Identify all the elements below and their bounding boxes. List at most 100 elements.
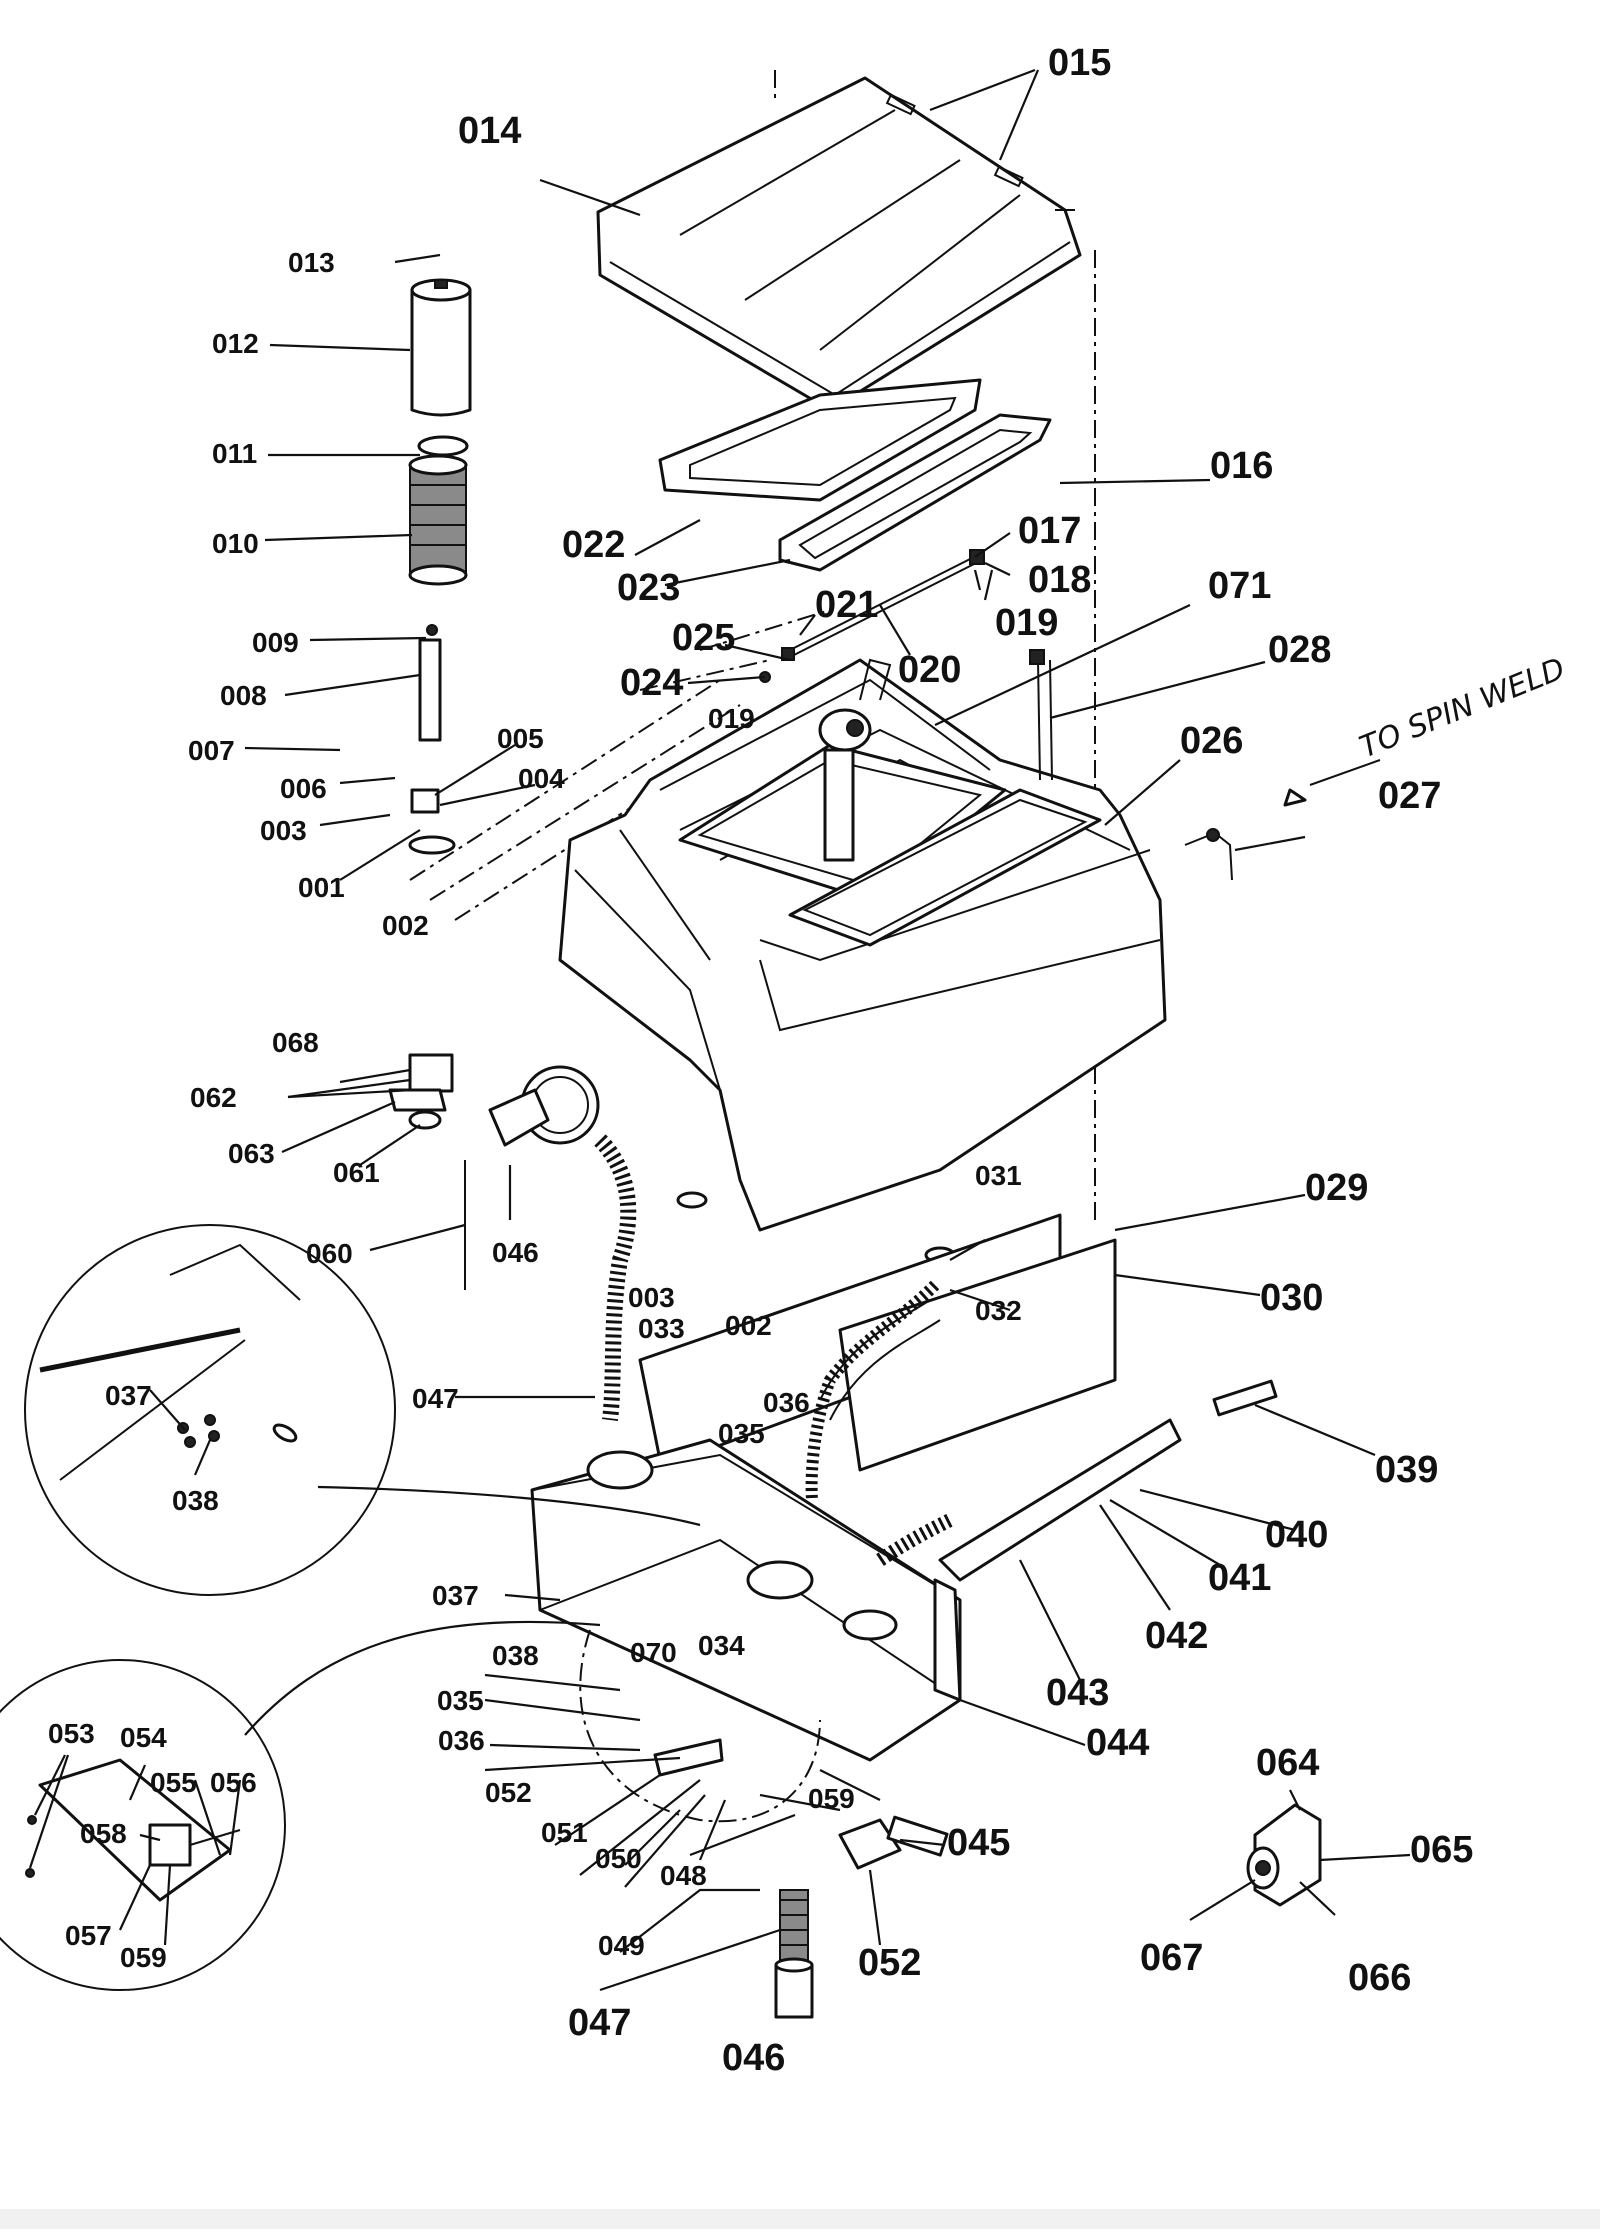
parts-drawing <box>0 70 1381 2019</box>
label-054: 054 <box>120 1722 167 1753</box>
label-057: 057 <box>65 1920 112 1951</box>
label-062: 062 <box>190 1082 237 1113</box>
label-038-detail: 038 <box>172 1485 219 1516</box>
label-034: 034 <box>698 1630 745 1661</box>
label-046: 046 <box>722 2037 785 2079</box>
label-018: 018 <box>1028 559 1091 601</box>
bottom-edge-strip <box>0 2209 1600 2229</box>
label-017: 017 <box>1018 510 1081 552</box>
label-060: 060 <box>306 1238 353 1269</box>
label-044: 044 <box>1086 1722 1149 1764</box>
label-021: 021 <box>815 584 878 626</box>
label-063: 063 <box>228 1138 275 1169</box>
pump-assembly <box>1246 1803 1322 1907</box>
label-019: 019 <box>995 602 1058 644</box>
label-013: 013 <box>288 247 335 278</box>
label-020: 020 <box>898 649 961 691</box>
label-067: 067 <box>1140 1937 1203 1979</box>
label-070: 070 <box>630 1637 677 1668</box>
label-026: 026 <box>1180 720 1243 762</box>
label-014: 014 <box>458 110 521 152</box>
lower-small-parts <box>653 1738 949 2019</box>
label-004: 004 <box>518 763 565 794</box>
float-rod <box>759 549 985 683</box>
label-002-lower: 002 <box>725 1310 772 1341</box>
label-037: 037 <box>432 1580 479 1611</box>
label-050: 050 <box>595 1843 642 1874</box>
label-056: 056 <box>210 1767 257 1798</box>
label-046-upper: 046 <box>492 1237 539 1268</box>
label-045: 045 <box>947 1822 1010 1864</box>
label-011: 011 <box>212 438 257 469</box>
label-051: 051 <box>541 1817 588 1848</box>
label-059-mid: 059 <box>808 1783 855 1814</box>
base-chassis <box>530 1213 1278 1762</box>
detail-circle-lower <box>0 1620 601 1991</box>
label-001: 001 <box>298 872 345 903</box>
label-008: 008 <box>220 680 267 711</box>
label-029: 029 <box>1305 1167 1368 1209</box>
label-071: 071 <box>1208 565 1271 607</box>
callout-labels: 015 014 013 012 011 010 009 008 007 006 … <box>48 42 1473 2079</box>
label-037-detail: 037 <box>105 1380 152 1411</box>
label-036: 036 <box>438 1725 485 1756</box>
label-052-left: 052 <box>485 1777 532 1808</box>
label-030: 030 <box>1260 1277 1323 1319</box>
label-035-upper: 035 <box>718 1418 765 1449</box>
label-042: 042 <box>1145 1615 1208 1657</box>
label-047-upper: 047 <box>412 1383 459 1414</box>
label-036-upper: 036 <box>763 1387 810 1418</box>
label-049: 049 <box>598 1930 645 1961</box>
label-024: 024 <box>620 662 683 704</box>
label-059-detail: 059 <box>120 1942 167 1973</box>
label-003: 003 <box>260 815 307 846</box>
leader-lines <box>28 68 1411 1992</box>
spin-weld-note: TO SPIN WELD <box>1355 651 1570 765</box>
label-025: 025 <box>672 617 735 659</box>
label-065: 065 <box>1410 1829 1473 1871</box>
label-041: 041 <box>1208 1557 1271 1599</box>
label-040: 040 <box>1265 1514 1328 1556</box>
label-052: 052 <box>858 1942 921 1984</box>
lid-gaskets <box>658 378 1052 572</box>
detail-circle-upper <box>24 1224 701 1596</box>
top-cover <box>596 76 1082 412</box>
label-002: 002 <box>382 910 429 941</box>
label-003-lower: 003 <box>628 1282 675 1313</box>
label-058: 058 <box>80 1818 127 1849</box>
spin-weld-fitting <box>1184 759 1381 881</box>
valve-group <box>388 1053 550 1290</box>
label-028: 028 <box>1268 629 1331 671</box>
label-009: 009 <box>252 627 299 658</box>
corrugated-hoses <box>594 1134 954 1566</box>
label-006: 006 <box>280 773 327 804</box>
label-055: 055 <box>150 1767 197 1798</box>
label-039: 039 <box>1375 1449 1438 1491</box>
label-068: 068 <box>272 1027 319 1058</box>
label-061: 061 <box>333 1157 380 1188</box>
label-027: 027 <box>1378 775 1441 817</box>
label-053: 053 <box>48 1718 95 1749</box>
filter-stack <box>408 278 472 855</box>
label-066: 066 <box>1348 1957 1411 1999</box>
detail-ring-front <box>579 1629 821 1823</box>
label-043: 043 <box>1046 1672 1109 1714</box>
vertical-hose <box>1029 649 1053 781</box>
label-032: 032 <box>975 1295 1022 1326</box>
label-038: 038 <box>492 1640 539 1671</box>
label-031: 031 <box>975 1160 1022 1191</box>
label-005: 005 <box>497 723 544 754</box>
label-007: 007 <box>188 735 235 766</box>
label-035: 035 <box>437 1685 484 1716</box>
label-022: 022 <box>562 524 625 566</box>
label-023: 023 <box>617 567 680 609</box>
label-048: 048 <box>660 1860 707 1891</box>
label-033: 033 <box>638 1313 685 1344</box>
label-019-lower: 019 <box>708 703 755 734</box>
label-010: 010 <box>212 528 259 559</box>
label-015: 015 <box>1048 42 1111 84</box>
label-016: 016 <box>1210 445 1273 487</box>
label-012: 012 <box>212 328 259 359</box>
label-064: 064 <box>1256 1742 1319 1784</box>
